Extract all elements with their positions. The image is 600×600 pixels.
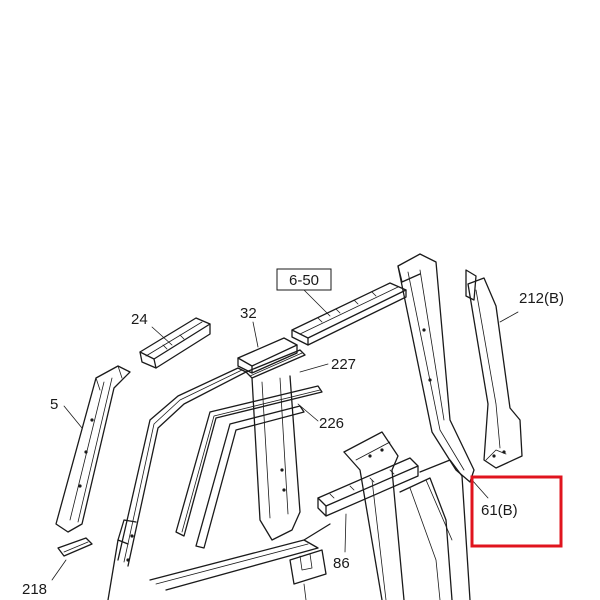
center-pillar-inner (343, 431, 405, 600)
callout-227: 227 (331, 356, 356, 373)
callout-6-50: 6-50 (289, 272, 319, 289)
leader-24 (151, 326, 173, 346)
part-212b-rear-pillar (465, 269, 523, 469)
callout-212b: 212(B) (519, 290, 564, 307)
part-24-roof-bow (139, 317, 211, 369)
part-86-floor-member (317, 457, 419, 517)
rear-lower-quarter (399, 459, 471, 600)
leader-212b (499, 311, 519, 323)
callout-24: 24 (131, 311, 148, 328)
leader-86 (344, 513, 347, 553)
leader-227 (299, 363, 329, 373)
part-6-50-roof-rail (291, 282, 407, 346)
callout-86: 86 (333, 555, 350, 572)
callout-226: 226 (319, 415, 344, 432)
part-227-rail (245, 349, 306, 379)
leader-61b (471, 479, 489, 499)
rear-quarter-pillar (397, 253, 475, 483)
leader-6-50 (303, 289, 331, 317)
callout-5: 5 (50, 396, 58, 413)
callout-218: 218 (22, 581, 47, 598)
part-5-front-pillar (55, 365, 131, 533)
bracket-lower (289, 549, 327, 600)
leader-5 (63, 405, 83, 429)
callout-61b: 61(B) (481, 502, 518, 519)
side-body-frame (107, 367, 331, 600)
part-226-channel (175, 385, 323, 549)
leader-226 (297, 403, 319, 422)
leader-218 (51, 559, 67, 581)
highlight-box-61b (470, 475, 563, 548)
callout-32: 32 (240, 305, 257, 322)
leader-32 (252, 321, 259, 348)
part-218-bracket (57, 537, 93, 557)
